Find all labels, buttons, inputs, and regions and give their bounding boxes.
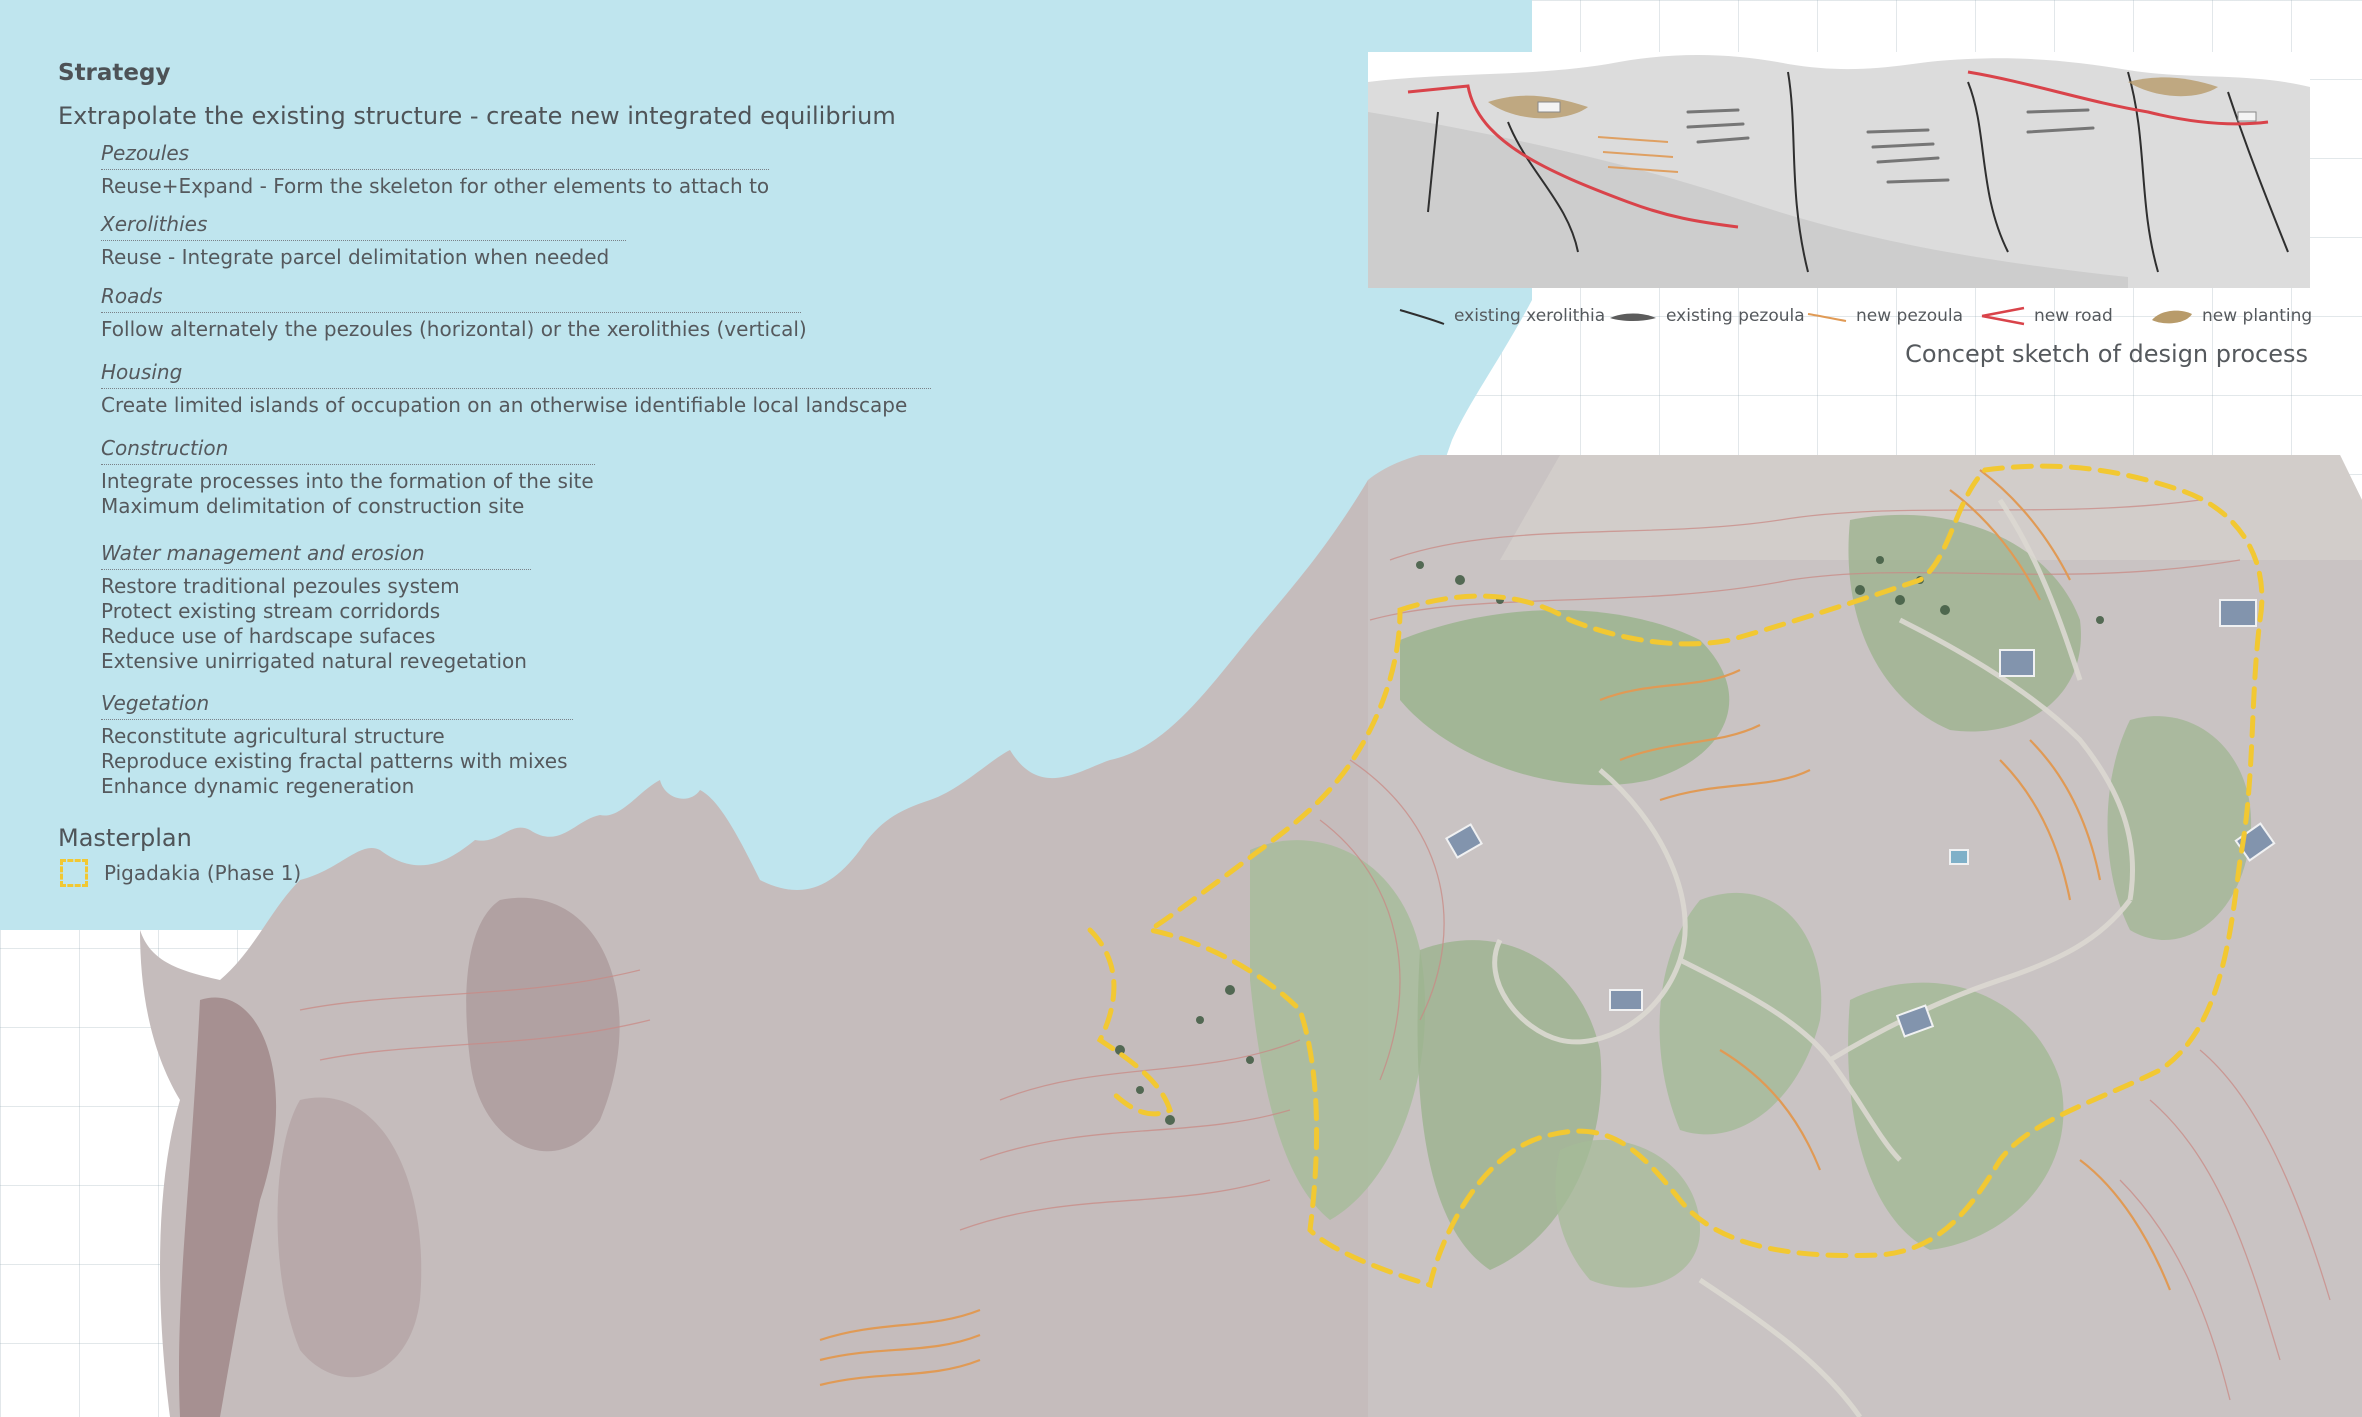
section-line: Reproduce existing fractal patterns with…	[101, 749, 568, 773]
vegetation-zone	[1417, 940, 1602, 1270]
strategy-title: Strategy	[58, 60, 171, 86]
strategy-section-roads: Roads Follow alternately the pezoules (h…	[101, 282, 807, 342]
new-pezoules	[819, 469, 2172, 1387]
legend-item-existing-xerolithia: existing xerolithia	[1398, 306, 1605, 326]
section-divider	[101, 464, 595, 465]
section-heading: Construction	[101, 436, 229, 460]
section-line: Extensive unirrigated natural revegetati…	[101, 649, 527, 673]
strategy-section-pezoules: Pezoules Reuse+Expand - Form the skeleto…	[101, 139, 769, 199]
phase-1-label: Pigadakia (Phase 1)	[104, 861, 302, 885]
section-line: Reuse+Expand - Form the skeleton for oth…	[101, 174, 770, 198]
strategy-section-housing: Housing Create limited islands of occupa…	[101, 358, 931, 418]
section-heading: Water management and erosion	[101, 541, 425, 565]
section-heading: Pezoules	[101, 141, 190, 165]
legend-item-new-planting: new planting	[2150, 306, 2312, 326]
dashed-boundary-icon	[60, 859, 88, 887]
strategy-section-vegetation: Vegetation Reconstitute agricultural str…	[101, 689, 573, 799]
section-divider	[101, 240, 626, 241]
legend-item-new-road: new road	[1980, 306, 2113, 326]
section-divider	[101, 312, 801, 313]
section-heading: Vegetation	[101, 691, 210, 715]
concept-sketch-caption: Concept sketch of design process	[1905, 340, 2308, 368]
section-divider	[101, 569, 531, 570]
section-heading: Housing	[101, 360, 183, 384]
section-line: Restore traditional pezoules system	[101, 574, 460, 598]
buildings	[1445, 599, 2276, 1038]
section-line: Enhance dynamic regeneration	[101, 774, 415, 798]
vegetation-zone	[1250, 840, 1426, 1220]
strategy-section-water-management: Water management and erosion Restore tra…	[101, 539, 531, 674]
legend-label: new pezoula	[1856, 306, 1964, 326]
new-pezoula-line-icon	[1807, 313, 1847, 322]
legend-label: existing pezoula	[1666, 306, 1805, 326]
concept-sketch-legend: existing xerolithia existing pezoula new…	[1398, 306, 2318, 332]
section-divider	[101, 388, 931, 389]
pezoula-stroke-icon	[1610, 313, 1656, 321]
legend-label: new road	[2034, 306, 2113, 326]
section-line: Reconstitute agricultural structure	[101, 724, 445, 748]
section-line: Follow alternately the pezoules (horizon…	[101, 317, 807, 341]
section-heading: Roads	[101, 284, 163, 308]
contour-lines	[299, 499, 2331, 1401]
new-planting-patch-icon	[2152, 310, 2192, 324]
strategy-section-construction: Construction Integrate processes into th…	[101, 434, 595, 519]
vegetation-zone	[1848, 982, 2064, 1250]
section-line: Reuse - Integrate parcel delimitation wh…	[101, 245, 610, 269]
sea-area	[0, 0, 1532, 930]
section-line: Create limited islands of occupation on …	[101, 393, 908, 417]
vegetation-zone	[2107, 716, 2252, 940]
legend-label: existing xerolithia	[1454, 306, 1606, 326]
strategy-section-xerolithies: Xerolithies Reuse - Integrate parcel del…	[101, 210, 626, 270]
vegetation-zone	[1400, 610, 1730, 786]
vegetation-zone	[1659, 892, 1822, 1135]
new-road-icon	[1981, 306, 2025, 326]
section-line: Reduce use of hardscape sufaces	[101, 624, 436, 648]
masterplan-title: Masterplan	[58, 824, 192, 852]
concept-sketch-3d	[1368, 52, 2310, 288]
section-heading: Xerolithies	[101, 212, 208, 236]
xerolithia-line-icon	[1399, 309, 1445, 325]
coastline-land-west	[140, 480, 1368, 1417]
phase-1-boundary	[1143, 463, 2265, 1289]
site-roads	[1492, 498, 2135, 1417]
section-divider	[101, 719, 573, 720]
section-line: Maximum delimitation of construction sit…	[101, 494, 525, 518]
legend-item-new-pezoula: new pezoula	[1806, 306, 1963, 326]
strategy-subtitle: Extrapolate the existing structure - cre…	[58, 102, 896, 130]
section-divider	[101, 169, 769, 170]
section-line: Protect existing stream corridords	[101, 599, 441, 623]
legend-label: new planting	[2202, 306, 2313, 326]
section-line: Integrate processes into the formation o…	[101, 469, 594, 493]
legend-item-existing-pezoula: existing pezoula	[1608, 306, 1805, 326]
phase-1-boundary	[1087, 927, 1174, 1117]
